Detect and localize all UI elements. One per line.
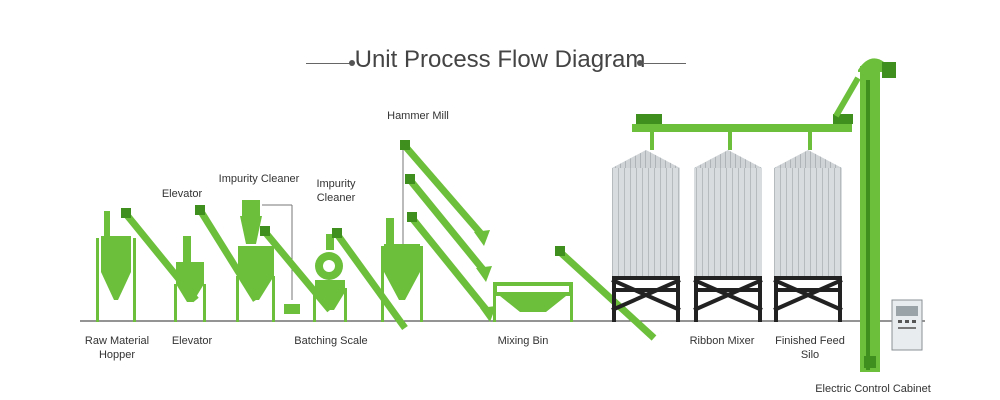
- title-container: Unit Process Flow Diagram: [0, 46, 1000, 74]
- tall-bucket-elevator: [833, 58, 896, 372]
- label-mixing-bin: Mixing Bin: [497, 335, 549, 347]
- hammer-mill-machine: [381, 140, 496, 322]
- title-line-right: [644, 63, 686, 64]
- silo-1: [611, 150, 681, 322]
- label-hammer-mill: Hammer Mill: [387, 110, 449, 122]
- title-dot-left: [349, 60, 355, 66]
- label-electric-control-cabinet: Electric Control Cabinet: [815, 383, 931, 395]
- silo-3: [773, 150, 843, 322]
- label-elevator-bottom: Elevator: [171, 335, 213, 347]
- label-raw-material-hopper: Raw Material Hopper: [84, 335, 150, 361]
- label-elevator-top: Elevator: [161, 188, 203, 200]
- raw-material-hopper-machine: [96, 211, 136, 322]
- batching-scale-machine: [313, 228, 408, 331]
- label-impurity-cleaner-top: Impurity Cleaner: [218, 173, 300, 185]
- silo-2: [693, 150, 763, 322]
- label-batching-scale: Batching Scale: [294, 335, 368, 347]
- top-conveyor: [632, 114, 853, 150]
- label-finished-feed-silo: Finished Feed Silo: [775, 335, 845, 361]
- label-impurity-cleaner-second: Impurity Cleaner: [316, 178, 356, 204]
- electric-control-cabinet-box: [891, 299, 923, 351]
- mixing-bin-machine: [493, 246, 657, 341]
- title-line-left: [306, 63, 350, 64]
- title-dot-right: [637, 60, 643, 66]
- label-ribbon-mixer: Ribbon Mixer: [689, 335, 755, 347]
- diagram-title: Unit Process Flow Diagram: [354, 46, 646, 73]
